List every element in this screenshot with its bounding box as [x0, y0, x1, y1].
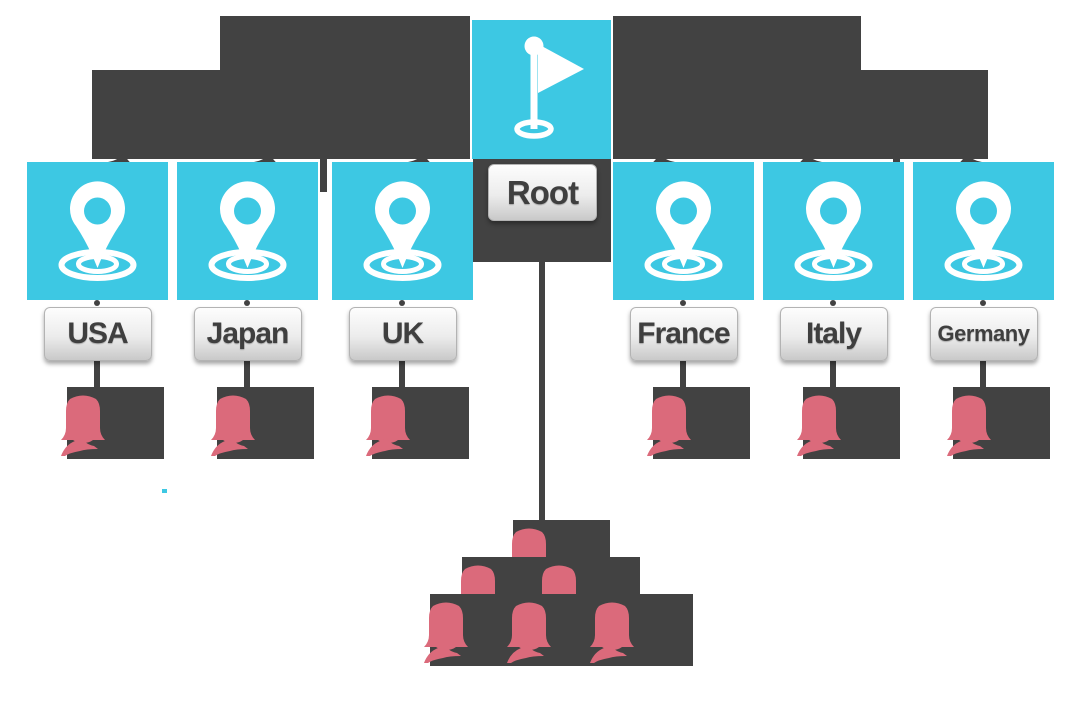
person-badge — [953, 387, 1050, 459]
female-person-icon — [796, 394, 843, 457]
root-node-box — [472, 20, 611, 159]
link-dot — [243, 300, 250, 306]
country-label: Japan — [193, 307, 302, 361]
country-label: France — [629, 307, 738, 361]
female-person-icon — [423, 601, 470, 664]
root-to-crowd-link — [539, 262, 545, 535]
root-label: Root — [488, 164, 597, 221]
label-to-person-link — [243, 358, 250, 389]
location-pin-icon — [27, 162, 168, 300]
label-to-person-link — [979, 358, 986, 389]
location-pin-icon — [613, 162, 754, 300]
person-badge — [372, 387, 469, 459]
country-node-box — [762, 162, 904, 300]
country-node-box — [612, 162, 754, 300]
label-to-person-link — [93, 358, 100, 389]
person-badge — [653, 387, 750, 459]
crowd-person-badge — [430, 594, 527, 666]
person-badge — [217, 387, 314, 459]
connector-blob-left — [92, 16, 470, 159]
female-person-icon — [210, 394, 257, 457]
label-to-person-link — [398, 358, 405, 389]
person-badge — [67, 387, 164, 459]
artifact-dot — [162, 489, 167, 493]
female-person-icon — [365, 394, 412, 457]
country-node-box — [26, 162, 168, 300]
country-node-box — [331, 162, 473, 300]
link-dot — [829, 300, 836, 306]
link-dot — [93, 300, 100, 306]
connector-blob-right — [613, 16, 988, 159]
country-node-box — [176, 162, 318, 300]
female-person-icon — [646, 394, 693, 457]
country-node-box — [912, 162, 1054, 300]
link-dot — [398, 300, 405, 306]
female-person-icon — [506, 601, 553, 664]
female-person-icon — [60, 394, 107, 457]
country-label: Germany — [929, 307, 1038, 361]
person-badge — [803, 387, 900, 459]
crowd-person-badge — [513, 594, 610, 666]
location-pin-icon — [763, 162, 904, 300]
location-pin-icon — [177, 162, 318, 300]
female-person-icon — [946, 394, 993, 457]
country-label: USA — [43, 307, 152, 361]
crowd-person-badge — [596, 594, 693, 666]
label-to-person-link — [679, 358, 686, 389]
flag-icon — [472, 20, 611, 159]
female-person-icon — [589, 601, 636, 664]
location-pin-icon — [332, 162, 473, 300]
label-to-person-link — [829, 358, 836, 389]
country-label: UK — [348, 307, 457, 361]
link-dot — [979, 300, 986, 306]
link-dot — [679, 300, 686, 306]
connector-fragment — [320, 157, 327, 192]
location-pin-icon — [913, 162, 1054, 300]
country-label: Italy — [779, 307, 888, 361]
